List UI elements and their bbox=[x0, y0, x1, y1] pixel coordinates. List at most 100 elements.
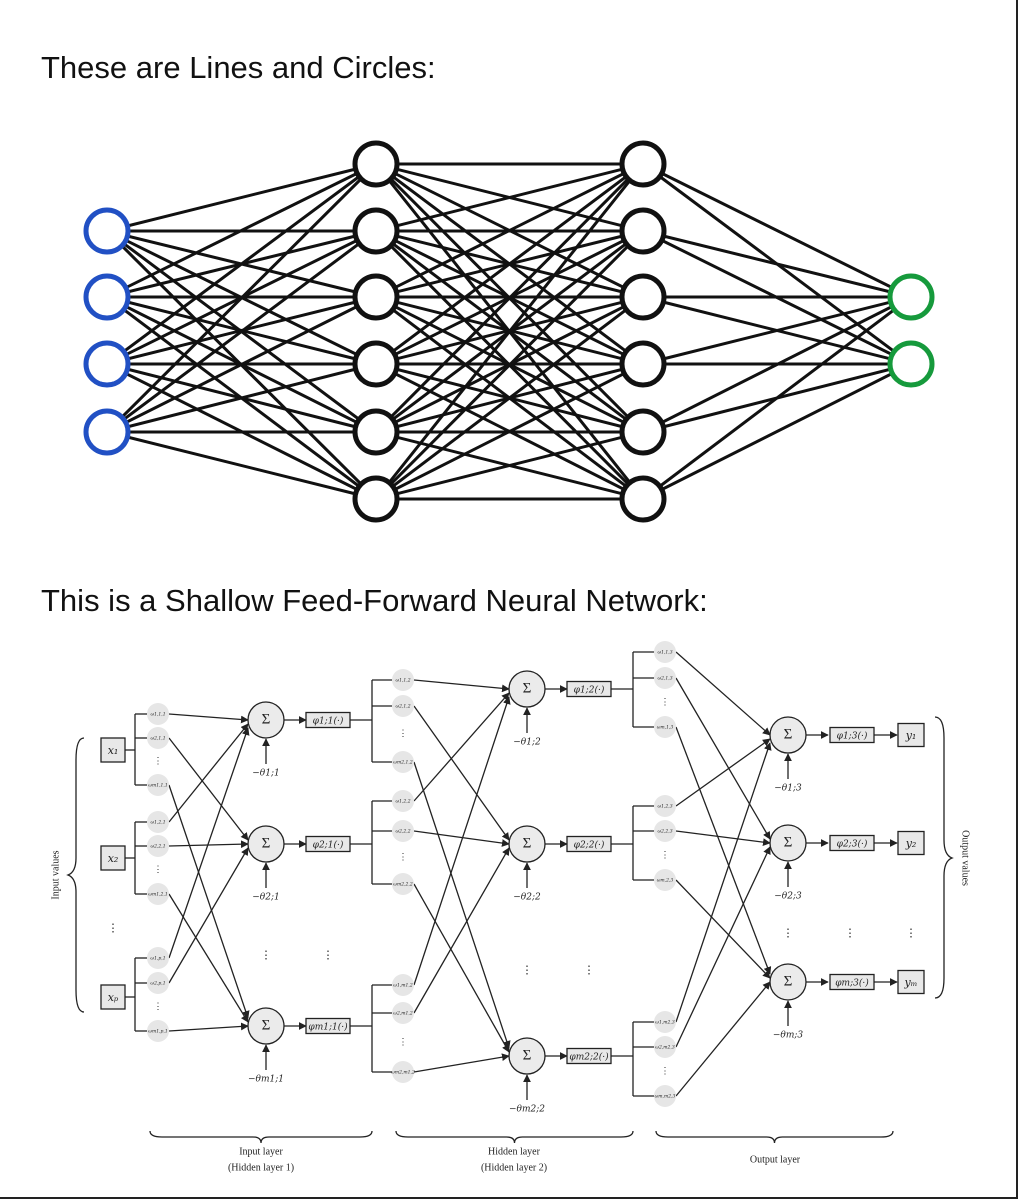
label-input-layer: Input layer bbox=[239, 1146, 283, 1157]
weight-edge bbox=[675, 879, 771, 979]
weight-label: ωm,1,3 bbox=[657, 725, 674, 731]
bottom-brace bbox=[655, 1130, 894, 1144]
label-output-layer: Output layer bbox=[750, 1154, 801, 1165]
label-input-layer-sub: (Hidden layer 1) bbox=[228, 1162, 294, 1173]
input-box-label: x₁ bbox=[108, 744, 119, 757]
weight-circle bbox=[654, 869, 676, 891]
weight-label: ω2,m2,3 bbox=[655, 1045, 675, 1051]
sum-node bbox=[247, 701, 285, 739]
edge-line bbox=[375, 295, 644, 501]
theta-label: −θ1;3 bbox=[774, 784, 802, 794]
phi-box-label: φ1;3(·) bbox=[837, 731, 868, 742]
weight-edge bbox=[168, 784, 250, 1019]
weight-label: ωm1,p,1 bbox=[148, 1029, 167, 1035]
weight-label: ωm,m2,3 bbox=[655, 1094, 676, 1100]
hidden-node bbox=[619, 408, 667, 456]
hidden-node bbox=[619, 140, 667, 188]
weight-edge bbox=[413, 679, 510, 693]
ellipsis: ⋮ bbox=[522, 965, 533, 977]
weight-label: ω1,2,2 bbox=[395, 799, 410, 805]
left-brace bbox=[66, 737, 85, 1013]
phi-box bbox=[566, 680, 612, 698]
heading-lines-circles: These are Lines and Circles: bbox=[41, 50, 436, 85]
weight-label: ω2,2,2 bbox=[395, 829, 410, 835]
ellipsis: ⋮ bbox=[154, 756, 163, 766]
phi-box bbox=[829, 726, 875, 744]
weight-edge bbox=[675, 726, 772, 975]
hidden-node bbox=[352, 408, 400, 456]
edge-line bbox=[374, 229, 645, 501]
edge-line bbox=[375, 162, 644, 366]
weight-edge bbox=[168, 1022, 249, 1032]
sum-symbol: Σ bbox=[784, 973, 793, 989]
weight-edge bbox=[675, 651, 771, 736]
weight-circle bbox=[392, 974, 414, 996]
edge-line bbox=[374, 162, 645, 434]
weight-label: ω2,1,1 bbox=[150, 736, 165, 742]
input-node bbox=[83, 340, 131, 388]
weight-label: ωm2,1,2 bbox=[393, 760, 413, 766]
theta-label: −θm;3 bbox=[773, 1031, 804, 1041]
hidden-node bbox=[619, 207, 667, 255]
phi-box-label: φm2;2(·) bbox=[569, 1052, 609, 1063]
weight-label: ω2,1,3 bbox=[657, 676, 672, 682]
phi-box-label: φ2;1(·) bbox=[313, 840, 344, 851]
weight-edge bbox=[413, 696, 511, 986]
weight-edge bbox=[675, 846, 771, 1048]
output-box bbox=[897, 969, 925, 995]
weight-label: ω2,1,2 bbox=[395, 704, 410, 710]
theta-label: −θm2;2 bbox=[509, 1105, 545, 1115]
weight-edge bbox=[168, 737, 249, 841]
output-box bbox=[897, 722, 925, 748]
ellipsis: ⋮ bbox=[154, 1001, 163, 1011]
phi-box bbox=[829, 834, 875, 852]
phi-box-label: φ1;1(·) bbox=[313, 716, 344, 727]
ellipsis: ⋮ bbox=[661, 697, 670, 707]
bottom-brace bbox=[395, 1130, 634, 1144]
sum-node bbox=[247, 825, 285, 863]
label-hidden-layer-sub: (Hidden layer 2) bbox=[481, 1162, 547, 1173]
edge-line bbox=[374, 163, 645, 500]
sum-node bbox=[769, 963, 807, 1001]
label-hidden-layer: Hidden layer bbox=[488, 1146, 541, 1157]
edge-line bbox=[642, 162, 912, 299]
weight-edge bbox=[413, 705, 510, 841]
weight-label: ω1,2,3 bbox=[657, 804, 672, 810]
sum-symbol: Σ bbox=[262, 835, 271, 851]
sum-symbol: Σ bbox=[523, 680, 532, 696]
phi-box bbox=[829, 973, 875, 991]
side-label-left: Input values bbox=[50, 850, 61, 899]
edge-line bbox=[375, 362, 644, 501]
weight-circle bbox=[392, 873, 414, 895]
hidden-node bbox=[352, 475, 400, 523]
sum-symbol: Σ bbox=[523, 1047, 532, 1063]
weight-edge bbox=[675, 742, 772, 1023]
edge-line bbox=[105, 162, 378, 434]
weight-label: ω2,2,1 bbox=[150, 844, 165, 850]
weight-label: ω2,2,3 bbox=[657, 829, 672, 835]
weight-label: ωm2,m1,2 bbox=[391, 1070, 415, 1076]
ellipsis: ⋮ bbox=[661, 1066, 670, 1076]
output-box-label: y₁ bbox=[905, 729, 917, 742]
weight-label: ω1,p,1 bbox=[150, 956, 165, 962]
ellipsis: ⋮ bbox=[783, 928, 794, 940]
hidden-node bbox=[352, 273, 400, 321]
weight-label: ω1,2,1 bbox=[150, 820, 165, 826]
theta-label: −θ2;3 bbox=[774, 892, 802, 902]
weight-circle bbox=[392, 751, 414, 773]
sum-symbol: Σ bbox=[784, 726, 793, 742]
weight-circle bbox=[654, 667, 676, 689]
theta-label: −θ1;2 bbox=[513, 738, 541, 748]
weight-circle bbox=[147, 774, 169, 796]
phi-box-label: φ2;3(·) bbox=[837, 839, 868, 850]
edge-line bbox=[375, 162, 644, 299]
sum-node bbox=[508, 825, 546, 863]
weight-edge bbox=[413, 847, 510, 1014]
edge-line bbox=[106, 295, 377, 434]
weight-label: ω1,1,2 bbox=[395, 678, 410, 684]
ellipsis: ⋮ bbox=[399, 728, 408, 738]
weight-circle bbox=[392, 1002, 414, 1024]
weight-circle bbox=[392, 790, 414, 812]
ellipsis: ⋮ bbox=[399, 852, 408, 862]
